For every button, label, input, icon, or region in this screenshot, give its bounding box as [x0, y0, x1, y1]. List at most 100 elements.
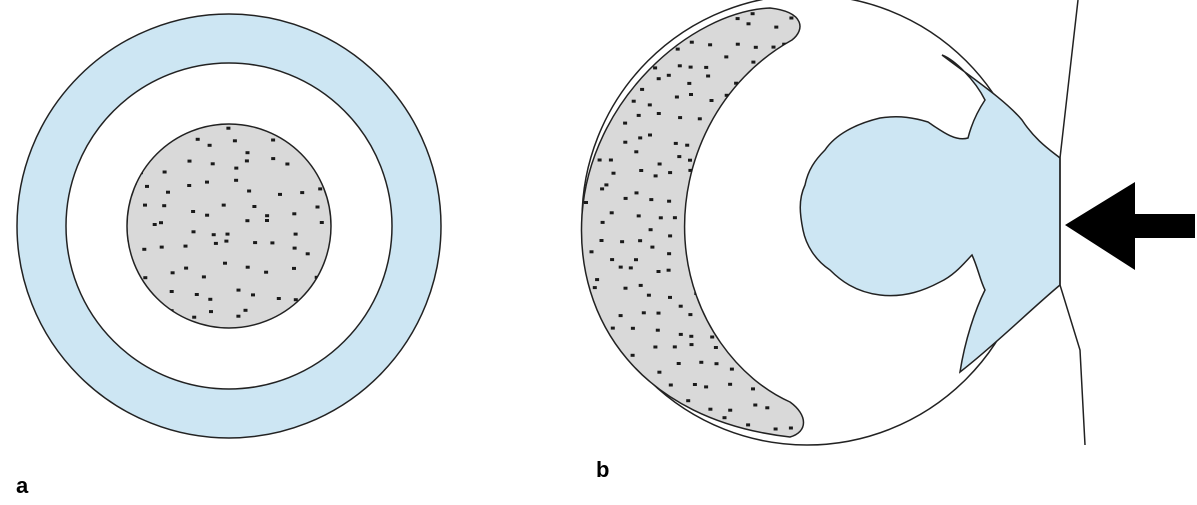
stipple-dot: [679, 333, 683, 336]
stipple-dot: [572, 144, 576, 147]
stipple-dot: [657, 112, 661, 115]
stipple-dot: [631, 0, 635, 1]
stipple-dot: [600, 239, 604, 242]
stipple-dot: [142, 248, 146, 251]
stipple-dot: [582, 6, 586, 9]
stipple-dot: [581, 389, 585, 392]
stipple-dot: [671, 21, 675, 24]
stipple-dot: [575, 218, 579, 221]
stipple-dot: [584, 30, 588, 33]
stipple-dot: [619, 266, 623, 269]
stipple-dot: [573, 98, 577, 101]
stipple-dot: [638, 136, 642, 139]
stipple-dot: [667, 269, 671, 272]
stipple-dot: [673, 345, 677, 348]
stipple-dot: [603, 6, 607, 9]
stipple-dot: [698, 117, 702, 120]
stipple-dot: [727, 2, 731, 5]
stipple-dot: [582, 45, 586, 48]
stipple-dot: [668, 296, 672, 299]
stipple-dot: [723, 416, 727, 419]
stipple-dot: [604, 361, 608, 364]
stipple-dot: [171, 271, 175, 274]
stipple-dot: [591, 43, 595, 46]
stipple-dot: [196, 138, 200, 141]
stipple-dot: [192, 230, 196, 233]
stipple-dot: [685, 144, 689, 147]
stipple-dot: [163, 171, 167, 174]
stipple-dot: [611, 327, 615, 330]
stipple-dot: [753, 404, 757, 407]
panel-label-a: a: [16, 473, 29, 498]
stipple-dot: [166, 191, 170, 194]
stipple-dot: [584, 74, 588, 77]
stipple-dot: [704, 385, 708, 388]
stipple-dot: [699, 361, 703, 364]
stipple-dot: [252, 205, 256, 208]
stipple-dot: [659, 216, 663, 219]
stipple-dot: [271, 157, 275, 160]
stipple-dot: [658, 428, 662, 431]
stipple-dot: [610, 11, 614, 14]
stipple-dot: [708, 408, 712, 411]
stipple-dot: [226, 233, 230, 236]
stipple-dot: [622, 23, 626, 26]
stipple-dot: [708, 43, 712, 46]
stipple-dot: [657, 371, 661, 374]
stipple-dot: [593, 286, 597, 289]
stipple-dot: [601, 82, 605, 85]
stipple-dot: [209, 310, 213, 313]
stipple-dot: [751, 61, 755, 64]
stipple-dot: [772, 46, 776, 49]
stipple-dot: [635, 191, 639, 194]
stipple-dot: [143, 204, 147, 207]
stipple-dot: [751, 387, 755, 390]
stipple-dot: [620, 410, 624, 413]
stipple-dot: [653, 2, 657, 5]
stipple-dot: [583, 289, 587, 292]
stipple-dot: [639, 42, 643, 45]
stipple-dot: [690, 41, 694, 44]
stipple-dot: [192, 316, 196, 319]
stipple-dot: [689, 93, 693, 96]
stipple-dot: [706, 75, 710, 78]
stipple-dot: [668, 234, 672, 237]
stipple-dot: [624, 197, 628, 200]
stipple-dot: [746, 423, 750, 426]
stipple-dot: [638, 239, 642, 242]
stipple-dot: [631, 327, 635, 330]
stipple-dot: [224, 240, 228, 243]
stipple-dot: [316, 206, 320, 209]
stipple-dot: [649, 228, 653, 231]
stipple-dot: [604, 183, 608, 186]
stipple-dot: [318, 187, 322, 190]
stipple-dot: [765, 406, 769, 409]
stipple-dot: [774, 428, 778, 431]
stipple-dot: [634, 258, 638, 261]
stipple-dot: [595, 278, 599, 281]
stipple-dot: [714, 0, 718, 1]
stipple-dot: [774, 26, 778, 29]
stipple-dot: [678, 116, 682, 119]
stipple-dot: [601, 335, 605, 338]
stipple-dot: [612, 37, 616, 40]
stipple-dot: [598, 159, 602, 162]
stipple-dot: [677, 362, 681, 365]
stipple-dot: [596, 101, 600, 104]
stipple-dot: [576, 309, 580, 312]
stipple-dot: [246, 266, 250, 269]
stipple-dot: [667, 252, 671, 255]
stipple-dot: [747, 22, 751, 25]
stipple-dot: [728, 383, 732, 386]
stipple-dot: [237, 289, 241, 292]
stipple-dot: [623, 141, 627, 144]
stipple-dot: [634, 150, 638, 153]
stipple-dot: [187, 184, 191, 187]
stipple-dot: [657, 312, 661, 315]
stipple-dot: [184, 245, 188, 248]
stipple-dot: [600, 187, 604, 190]
stipple-dot: [195, 293, 199, 296]
stipple-dot: [292, 212, 296, 215]
stipple-dot: [619, 55, 623, 58]
